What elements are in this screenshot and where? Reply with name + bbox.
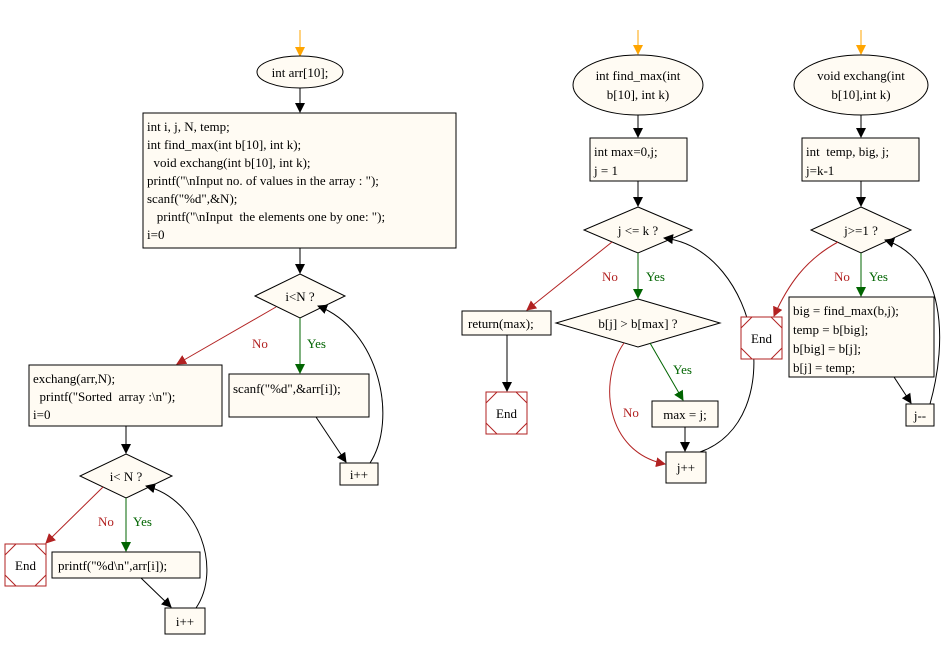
main-init-line: scanf("%d",&N); [147,191,237,206]
main-init-block [142,112,457,249]
main-cond2-label: i< N ? [110,469,143,484]
find-max-cond2-yes-label: Yes [673,362,692,377]
main-inc1-label: i++ [350,467,368,482]
find-max-end-node [485,391,528,435]
main-cond1-label: i<N ? [285,289,315,304]
exchang-swap-line: b[j] = temp; [793,360,855,375]
exchang-start-line: b[10],int k) [831,87,890,102]
main-loop1-edge [317,304,384,464]
exchang-start-node [793,54,929,116]
find-max-start-node [572,54,704,116]
exchang-swap-line: temp = b[big]; [793,322,868,337]
exchang-swap-line: b[big] = b[j]; [793,341,861,356]
main-read-label: scanf("%d",&arr[i]); [233,381,341,396]
main-end-node [4,543,47,587]
main-init-line: printf("\nInput no. of values in the arr… [147,173,379,188]
find-max-init-line: int max=0,j; [594,144,658,159]
exchang-init-line: j=k-1 [805,163,834,178]
find-max-start-line: b[10], int k) [607,87,669,102]
main-sort-line: printf("Sorted array :\n"); [33,389,175,404]
main-end-corners [4,543,47,587]
exchang-loop-edge [884,238,941,405]
main-edge [140,577,172,608]
exchang-dec-block [905,403,935,427]
main-init-line: printf("\nInput the elements one by one:… [147,209,385,224]
main-cond1-no-edge [176,306,277,365]
exchang-flow: void exchang(int b[10],int k) int temp, … [740,30,941,427]
find-max-assign-block [651,400,719,428]
main-edge [315,416,347,463]
exchang-cond-no-edge [773,241,839,317]
exchang-init-block [801,137,920,182]
exchang-cond-label: j>=1 ? [843,223,878,238]
find-max-cond2-no-label: No [623,405,639,420]
main-flow: int arr[10]; int i, j, N, temp; int find… [4,30,457,635]
main-init-line: int find_max(int b[10], int k); [147,137,301,152]
exchang-swap-block [788,296,935,378]
find-max-end-corners [485,391,528,435]
main-print-label: printf("%d\n",arr[i]); [58,558,167,573]
find-max-start-line: int find_max(int [596,68,681,83]
main-sort-line: exchang(arr,N); [33,371,115,386]
find-max-init-block [589,137,688,182]
find-max-cond2-no-edge [609,342,666,468]
main-read-block [228,373,370,418]
main-inc2-block [164,607,206,635]
find-max-cond1-label: j <= k ? [617,223,659,238]
exchang-start-line: void exchang(int [817,68,905,83]
find-max-return-label: return(max); [468,316,534,331]
find-max-inc-label: j++ [676,460,695,475]
main-cond2-no-label: No [98,514,114,529]
exchang-dec-label: j-- [913,408,926,423]
main-cond1-no-label: No [252,336,268,351]
main-sort-block [28,364,223,427]
exchang-init-line: int temp, big, j; [806,144,889,159]
find-max-assign-label: max = j; [663,407,706,422]
main-init-line: int i, j, N, temp; [147,119,230,134]
main-init-line: i=0 [147,227,164,242]
exchang-end-node [740,316,783,360]
main-cond1-yes-label: Yes [307,336,326,351]
find-max-cond2-yes-edge [649,342,684,401]
main-end-label: End [15,558,36,573]
exchang-swap-line: big = find_max(b,j); [793,303,899,318]
find-max-init-line: j = 1 [593,163,618,178]
exchang-cond-no-label: No [834,269,850,284]
main-inc2-label: i++ [176,614,194,629]
find-max-return-block [461,310,552,336]
exchang-edge [893,376,912,404]
find-max-inc-block [665,451,707,484]
main-print-block [51,551,201,579]
main-start-label: int arr[10]; [272,65,329,80]
main-loop2-edge [145,483,208,609]
exchang-end-label: End [751,331,772,346]
main-cond2-no-edge [45,486,104,544]
main-cond2-yes-label: Yes [133,514,152,529]
exchang-cond-yes-label: Yes [869,269,888,284]
main-sort-line: i=0 [33,407,50,422]
find-max-cond2-label: b[j] > b[max] ? [598,316,677,331]
main-inc1-block [339,462,379,486]
main-init-line: void exchang(int b[10], int k); [147,155,311,170]
find-max-cond1-no-edge [526,241,613,311]
find-max-cond1-yes-label: Yes [646,269,665,284]
find-max-cond2-diamond [554,298,722,348]
find-max-flow: int find_max(int b[10], int k) int max=0… [461,30,755,484]
find-max-end-label: End [496,406,517,421]
find-max-cond1-no-label: No [602,269,618,284]
exchang-end-corners [740,316,783,360]
